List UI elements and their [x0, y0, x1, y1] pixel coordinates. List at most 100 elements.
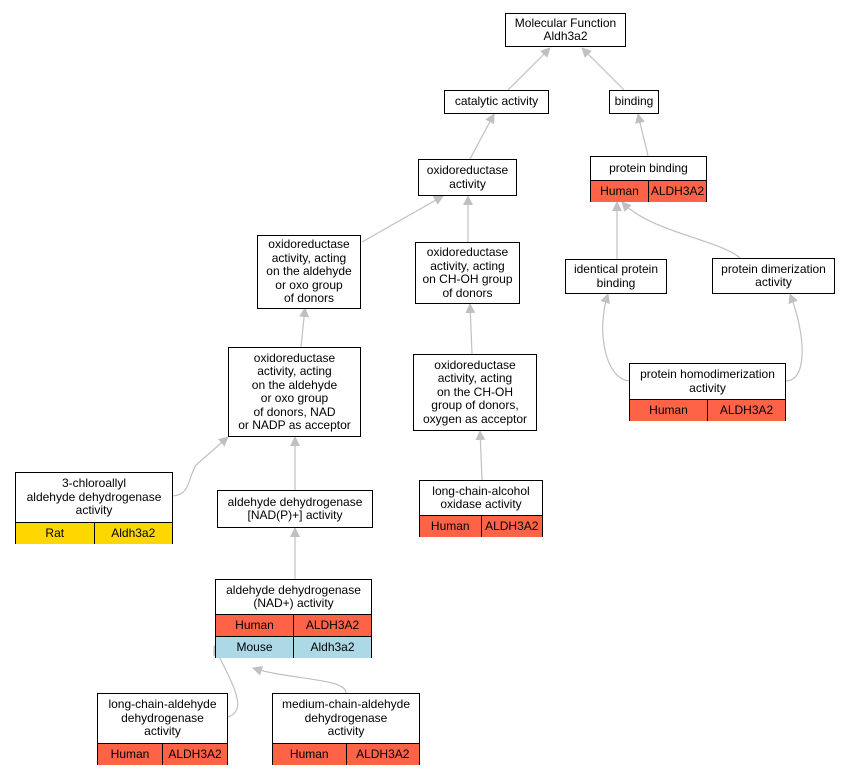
node-protein-homodimerization-line: activity — [689, 380, 726, 395]
edge-mc-aldehyde-to-ald-nad — [252, 666, 347, 694]
node-ox-aldehyde-nad-line: activity, acting — [257, 364, 332, 378]
node-identical-protein-binding-line: identical protein — [573, 262, 659, 276]
edge-lc-alcohol-to-ox-choh-oxygen — [475, 430, 486, 481]
edge-ox-aldehyde-to-oxidoreductase — [361, 195, 444, 243]
edge-catalytic-to-root — [507, 47, 551, 91]
edge-binding-to-root — [581, 47, 625, 91]
node-ox-choh-oxygen-line: activity, acting — [437, 371, 513, 386]
node-ox-choh-line: on CH-OH group — [422, 272, 513, 286]
node-aldehyde-dehydrogenase-nadp-line: aldehyde dehydrogenase — [227, 494, 363, 509]
node-protein-binding[interactable]: protein binding Human ALDH3A2 — [590, 156, 707, 202]
node-long-chain-aldehyde-line: activity — [144, 724, 181, 739]
species-cell: Human — [289, 746, 329, 761]
node-root-line: Molecular Function — [514, 15, 617, 30]
node-catalytic-activity-title: catalytic activity — [445, 91, 548, 113]
edge-ox-choh-oxygen-to-ox-choh — [465, 303, 476, 355]
species-cell: Mouse — [236, 639, 273, 654]
species-cell: Human — [110, 746, 150, 761]
node-catalytic-activity[interactable]: catalytic activity — [444, 90, 549, 114]
gene-cell: ALDH3A2 — [293, 615, 371, 636]
node-ox-aldehyde-nad-line: of donors, NAD — [253, 404, 336, 419]
node-oxidoreductase-activity-line: activity — [449, 176, 486, 191]
gene-cell: ALDH3A2 — [345, 744, 420, 765]
node-ox-choh-line: oxidoreductase — [426, 245, 509, 259]
node-medium-chain-aldehyde-line: medium-chain-aldehyde — [281, 697, 411, 712]
node-aldehyde-dehydrogenase-nad-line: (NAD+) activity — [253, 596, 334, 610]
node-protein-binding-title: protein binding — [591, 157, 706, 180]
species-cell: Human — [600, 183, 639, 198]
species-cell: Human — [649, 402, 688, 417]
node-aldehyde-dehydrogenase-nad-title: aldehyde dehydrogenase(NAD+) activity — [216, 580, 371, 614]
node-aldehyde-dehydrogenase-nadp-line: [NAD(P)+] activity — [247, 508, 343, 522]
node-ox-choh-oxygen-line: oxygen as acceptor — [422, 411, 528, 426]
node-aldehyde-dehydrogenase-nadp[interactable]: aldehyde dehydrogenase[NAD(P)+] activity — [217, 490, 373, 528]
node-3-chloroallyl-line: 3-chloroallyl — [61, 476, 127, 491]
node-protein-dimerization-line: activity — [755, 275, 792, 289]
node-binding[interactable]: binding — [609, 90, 659, 114]
species-cell: Human — [235, 617, 274, 632]
species-cell: Human — [430, 518, 470, 533]
node-long-chain-alcohol-oxidase-line: oxidase activity — [440, 497, 522, 511]
node-ox-choh-line: of donors — [442, 285, 493, 300]
node-ox-aldehyde-line: on the aldehyde — [266, 264, 352, 279]
node-protein-dimerization-line: protein dimerization — [721, 261, 826, 276]
node-aldehyde-dehydrogenase-nad[interactable]: aldehyde dehydrogenase(NAD+) activity Hu… — [215, 579, 372, 658]
node-aldehyde-dehydrogenase-nad-annotation-row: Human ALDH3A2 — [216, 614, 371, 636]
node-catalytic-activity-line: catalytic activity — [454, 94, 539, 109]
node-binding-title: binding — [610, 91, 658, 113]
node-aldehyde-dehydrogenase-nad-line: aldehyde dehydrogenase — [226, 582, 361, 597]
node-ox-choh-oxygen-line: on the CH-OH — [436, 384, 514, 399]
species-cell: Rat — [45, 525, 65, 540]
edge-protein-dimer-to-protein-binding — [621, 201, 741, 259]
node-long-chain-aldehyde-line: dehydrogenase — [121, 710, 204, 725]
gene-cell: ALDH3A2 — [648, 181, 706, 202]
node-medium-chain-aldehyde-annotation-row: Human ALDH3A2 — [273, 743, 419, 765]
gene-cell: ALDH3A2 — [480, 516, 543, 537]
node-ox-aldehyde-line: or oxo group — [275, 277, 343, 292]
node-long-chain-aldehyde-line: long-chain-aldehyde — [108, 697, 217, 712]
edge-oxidoreductase-to-catalytic — [469, 113, 495, 160]
gene-cell: Aldh3a2 — [93, 523, 173, 544]
node-ox-aldehyde-line: oxidoreductase — [268, 237, 350, 252]
node-protein-binding-line: protein binding — [609, 160, 688, 175]
gene-cell: ALDH3A2 — [162, 744, 227, 765]
node-long-chain-alcohol-oxidase-line: long-chain-alcohol — [432, 483, 530, 498]
node-medium-chain-aldehyde-line: activity — [327, 724, 365, 739]
node-aldehyde-dehydrogenase-nadp-title: aldehyde dehydrogenase[NAD(P)+] activity — [218, 491, 372, 527]
edge-homodimer-to-protein-dimer — [784, 293, 803, 382]
node-ox-choh-line: activity, acting — [430, 258, 505, 273]
node-3-chloroallyl-line: activity — [75, 503, 113, 518]
node-protein-homodimerization-line: protein homodimerization — [640, 367, 775, 381]
node-3-chloroallyl-line: aldehyde dehydrogenase — [26, 489, 162, 504]
edge-chloroallyl-to-ox-aldehyde-nad — [171, 436, 229, 497]
node-ox-aldehyde-line: activity, acting — [271, 250, 347, 265]
node-long-chain-aldehyde-annotation-row: Human ALDH3A2 — [98, 743, 227, 765]
node-ox-aldehyde-nad-line: or NADP as acceptor — [238, 418, 351, 432]
node-ox-choh-oxygen-line: group of donors, — [431, 398, 519, 413]
node-binding-line: binding — [614, 94, 654, 109]
gene-cell: ALDH3A2 — [707, 400, 785, 421]
